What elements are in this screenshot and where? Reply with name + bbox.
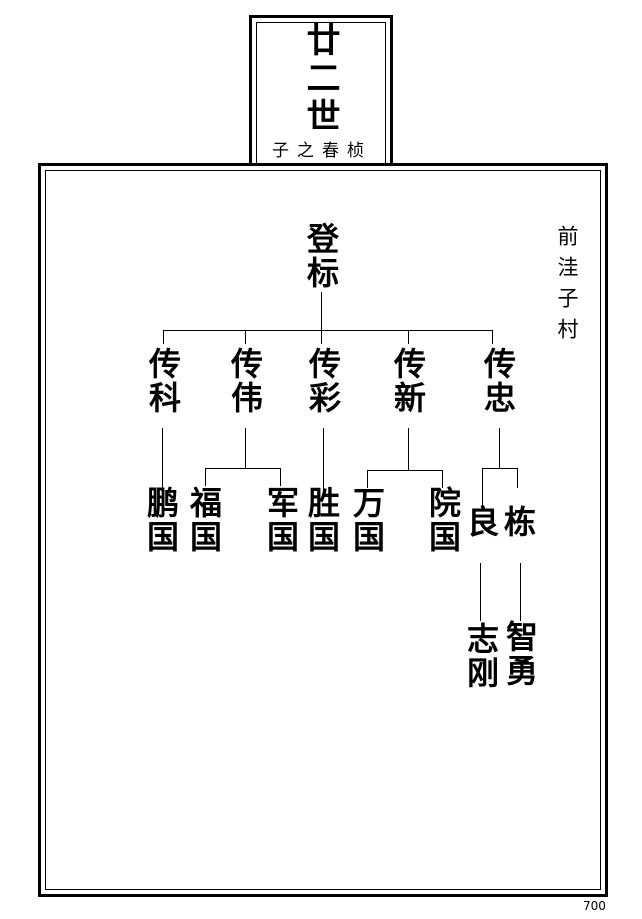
- connector: [482, 468, 518, 469]
- connector: [205, 468, 206, 486]
- great-grandchild-person: 智勇: [501, 620, 539, 688]
- generation-title: 廿二世: [300, 22, 340, 136]
- connector: [499, 428, 500, 468]
- connector: [482, 468, 483, 506]
- connector: [517, 468, 518, 488]
- connector: [205, 468, 281, 469]
- page-number: 700: [583, 899, 606, 913]
- connector: [280, 468, 281, 486]
- tree-frame: [38, 163, 608, 897]
- connector: [323, 428, 324, 490]
- grandchild-person: 万国: [348, 486, 386, 554]
- connector: [321, 292, 322, 330]
- connector: [492, 330, 493, 344]
- child-person: 传忠: [479, 347, 517, 415]
- grandchild-person: 军国: [262, 486, 300, 554]
- child-person: 传彩: [304, 347, 342, 415]
- child-person: 传新: [389, 347, 427, 415]
- grandchild-person: 福国: [185, 486, 223, 554]
- root-person: 登标: [302, 222, 340, 290]
- connector: [245, 428, 246, 468]
- grandchild-person: 良: [462, 505, 500, 539]
- connector: [367, 470, 368, 488]
- generation-header-box: [249, 15, 393, 166]
- connector: [162, 428, 163, 490]
- connector: [442, 470, 443, 488]
- connector: [245, 330, 246, 344]
- connector: [163, 330, 164, 344]
- generation-caption: 子之春桢: [272, 141, 372, 161]
- connector: [408, 330, 409, 344]
- grandchild-person: 鹏国: [142, 486, 180, 554]
- connector: [520, 563, 521, 621]
- connector: [480, 563, 481, 621]
- child-person: 传科: [144, 347, 182, 415]
- great-grandchild-person: 志刚: [462, 622, 500, 690]
- village-label: 前洼子村: [555, 225, 579, 349]
- child-person: 传伟: [226, 347, 264, 415]
- connector: [321, 330, 322, 344]
- connector: [367, 470, 443, 471]
- grandchild-person: 栋: [499, 505, 537, 539]
- connector: [408, 428, 409, 470]
- grandchild-person: 胜国: [303, 486, 341, 554]
- grandchild-person: 院国: [424, 486, 462, 554]
- connector: [163, 330, 493, 331]
